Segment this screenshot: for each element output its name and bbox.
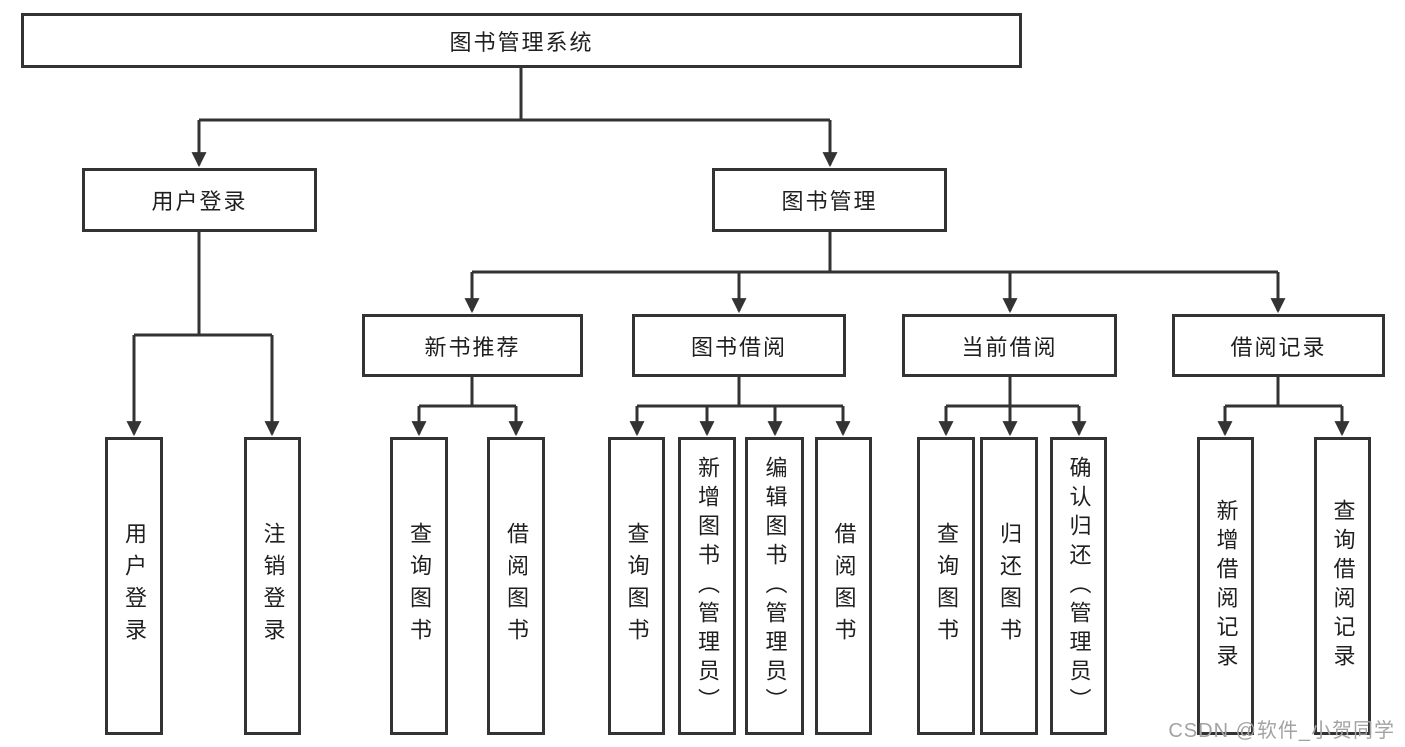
node-new-book-recommend: 新书推荐 — [362, 314, 583, 377]
node-leaf-add-book-admin: 新增图书（管理员） — [678, 437, 736, 735]
node-current-borrow: 当前借阅 — [902, 314, 1117, 377]
node-leaf-query-borrow-record: 查询借阅记录 — [1314, 437, 1371, 735]
node-leaf-borrow-book-2: 借阅图书 — [815, 437, 872, 735]
node-leaf-user-login: 用户登录 — [105, 437, 163, 735]
leaf-label: 注销登录 — [260, 522, 286, 650]
leaf-label: 归还图书 — [997, 522, 1022, 650]
leaf-label: 用户登录 — [122, 522, 147, 650]
watermark: CSDN @软件_小贺同学 — [1168, 720, 1395, 742]
leaf-label: 借阅图书 — [831, 522, 857, 650]
leaf-label: 查询图书 — [934, 522, 959, 650]
node-book-management: 图书管理 — [712, 168, 947, 232]
node-leaf-query-book-3: 查询图书 — [917, 437, 975, 735]
node-book-borrow: 图书借阅 — [632, 314, 846, 377]
node-root: 图书管理系统 — [21, 13, 1022, 68]
node-borrow-record: 借阅记录 — [1172, 314, 1385, 377]
leaf-label: 借阅图书 — [504, 522, 529, 650]
connector-borrow-record-to-leaves — [1217, 377, 1350, 437]
leaf-label: 查询图书 — [407, 522, 432, 650]
leaf-label: 查询借阅记录 — [1330, 499, 1356, 673]
leaf-label: 编辑图书（管理员） — [762, 455, 788, 717]
connector-new-book-to-leaves — [411, 377, 524, 437]
node-leaf-logout: 注销登录 — [244, 437, 301, 735]
node-leaf-confirm-return-admin: 确认归还（管理员） — [1050, 437, 1107, 735]
connector-book-management-to-level3 — [464, 232, 1286, 314]
node-leaf-edit-book-admin: 编辑图书（管理员） — [745, 437, 804, 735]
connector-user-login-to-leaves — [126, 232, 280, 437]
node-leaf-query-book-2: 查询图书 — [608, 437, 665, 735]
node-leaf-return-book: 归还图书 — [980, 437, 1038, 735]
connector-book-borrow-to-leaves — [629, 377, 851, 437]
node-leaf-borrow-book-1: 借阅图书 — [487, 437, 545, 735]
node-user-login: 用户登录 — [82, 168, 317, 232]
node-leaf-query-book-1: 查询图书 — [390, 437, 448, 735]
leaf-label: 确认归还（管理员） — [1066, 455, 1092, 717]
node-leaf-add-borrow-record: 新增借阅记录 — [1197, 437, 1254, 735]
leaf-label: 新增图书（管理员） — [695, 455, 720, 717]
connector-root-to-level2 — [191, 68, 838, 168]
connector-current-borrow-to-leaves — [938, 377, 1087, 437]
leaf-label: 新增借阅记录 — [1213, 499, 1239, 673]
leaf-label: 查询图书 — [624, 522, 650, 650]
